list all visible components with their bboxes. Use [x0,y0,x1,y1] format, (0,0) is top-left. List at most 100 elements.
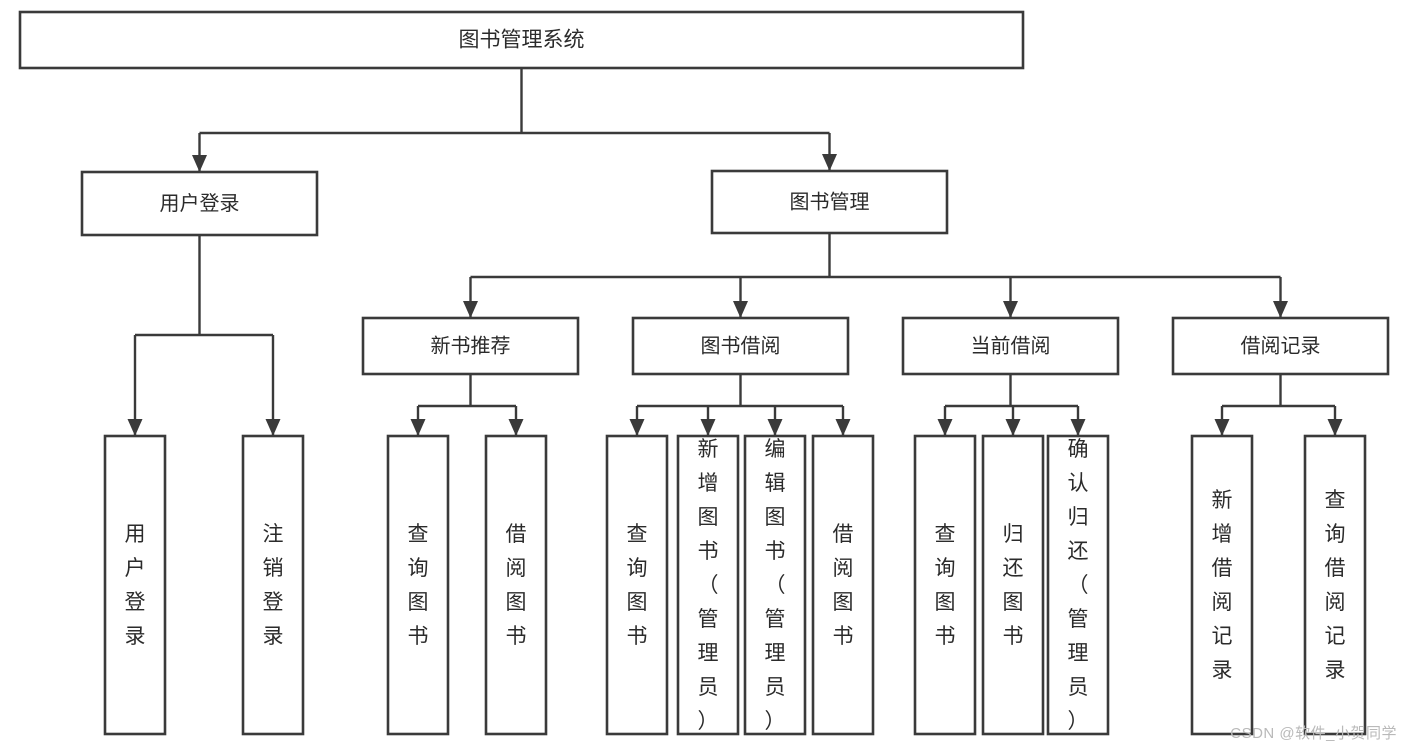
svg-text:归: 归 [1003,523,1024,546]
svg-text:书: 书 [698,540,719,563]
svg-text:询: 询 [408,557,429,580]
arrow-head-icon [508,419,524,436]
svg-text:阅: 阅 [506,557,527,580]
level1-node-box-user-login[interactable] [80,170,319,237]
level2-node-label-new-book-recommend: 新书推荐 [431,334,511,357]
svg-text:图: 图 [627,591,648,614]
svg-text:新: 新 [1212,489,1233,512]
svg-text:书: 书 [408,625,429,648]
svg-text:员: 员 [698,676,719,699]
svg-text:增: 增 [1212,523,1233,546]
arrow-head-icon [835,419,851,436]
svg-text:员: 员 [765,676,786,699]
svg-text:查: 查 [1325,489,1346,512]
svg-text:管: 管 [765,608,786,631]
arrow-head-icon [700,419,716,436]
leaf-node-box-leaf-add-borrow-record[interactable] [1190,434,1254,736]
leaf-node-box-leaf-borrow-book-2[interactable] [811,434,875,736]
root-node-label: 图书管理系统 [459,29,585,52]
svg-text:借: 借 [506,523,527,546]
level2-node-label-book-borrow: 图书借阅 [701,334,781,357]
svg-text:书: 书 [1003,625,1024,648]
svg-text:还: 还 [1003,557,1024,580]
node-label-layer: 图书管理系统用户登录图书管理新书推荐图书借阅当前借阅借阅记录用户登录注销登录查询… [125,29,1346,733]
arrow-head-icon [937,419,953,436]
svg-text:询: 询 [1325,523,1346,546]
arrow-head-icon [1070,419,1086,436]
svg-text:图: 图 [833,591,854,614]
svg-text:（: （ [765,574,786,597]
svg-text:查: 查 [935,523,956,546]
svg-text:）: ） [1068,710,1089,733]
leaf-node-box-leaf-user-logout[interactable] [241,434,305,736]
leaf-node-box-leaf-confirm-return[interactable] [1046,434,1110,736]
svg-text:图: 图 [506,591,527,614]
svg-text:理: 理 [698,642,719,665]
leaf-node-box-leaf-add-book[interactable] [676,434,740,736]
svg-text:图: 图 [408,591,429,614]
level2-node-box-book-borrow[interactable] [631,316,850,376]
svg-text:认: 认 [1068,472,1089,495]
arrow-head-icon [1327,419,1343,436]
svg-text:（: （ [1068,574,1089,597]
arrow-head-icon [410,419,426,436]
level1-node-label-book-management: 图书管理 [790,190,870,213]
svg-text:书: 书 [627,625,648,648]
svg-text:管: 管 [698,608,719,631]
svg-text:确: 确 [1068,438,1089,461]
leaf-node-box-leaf-query-borrow-record[interactable] [1303,434,1367,736]
root-node-box[interactable] [18,10,1025,70]
arrow-head-icon [767,419,783,436]
svg-text:书: 书 [935,625,956,648]
svg-text:录: 录 [125,625,146,648]
svg-text:询: 询 [627,557,648,580]
leaf-node-box-leaf-edit-book[interactable] [743,434,807,736]
svg-text:登: 登 [263,591,284,614]
svg-text:图: 图 [935,591,956,614]
svg-text:归: 归 [1068,506,1089,529]
svg-text:录: 录 [1325,659,1346,682]
level1-node-box-book-management[interactable] [710,169,949,235]
svg-text:借: 借 [1212,557,1233,580]
level2-node-box-current-borrow[interactable] [901,316,1120,376]
level2-node-box-borrow-record[interactable] [1171,316,1390,376]
arrow-head-icon [629,419,645,436]
svg-text:借: 借 [1325,557,1346,580]
svg-text:户: 户 [125,557,146,580]
leaf-node-box-leaf-user-login[interactable] [103,434,167,736]
svg-text:新: 新 [698,438,719,461]
svg-text:图: 图 [765,506,786,529]
leaf-node-box-leaf-query-book-3[interactable] [913,434,977,736]
leaf-node-box-leaf-query-book-2[interactable] [605,434,669,736]
svg-text:阅: 阅 [1325,591,1346,614]
svg-text:借: 借 [833,523,854,546]
arrow-head-icon [1273,301,1288,318]
level2-node-box-new-book-recommend[interactable] [361,316,580,376]
leaf-node-box-leaf-query-book-1[interactable] [386,434,450,736]
arrow-head-icon [1005,419,1021,436]
arrow-head-icon [733,301,748,318]
svg-text:记: 记 [1325,625,1346,648]
svg-text:录: 录 [263,625,284,648]
arrow-head-icon [192,155,207,172]
leaf-node-box-leaf-borrow-book-1[interactable] [484,434,548,736]
svg-text:阅: 阅 [1212,591,1233,614]
svg-text:编: 编 [765,438,786,461]
level2-node-label-borrow-record: 借阅记录 [1241,334,1321,357]
leaf-node-label-leaf-user-login: 用户登录 [125,523,146,648]
leaf-node-box-leaf-return-book[interactable] [981,434,1045,736]
svg-text:辑: 辑 [765,472,786,495]
svg-text:管: 管 [1068,608,1089,631]
